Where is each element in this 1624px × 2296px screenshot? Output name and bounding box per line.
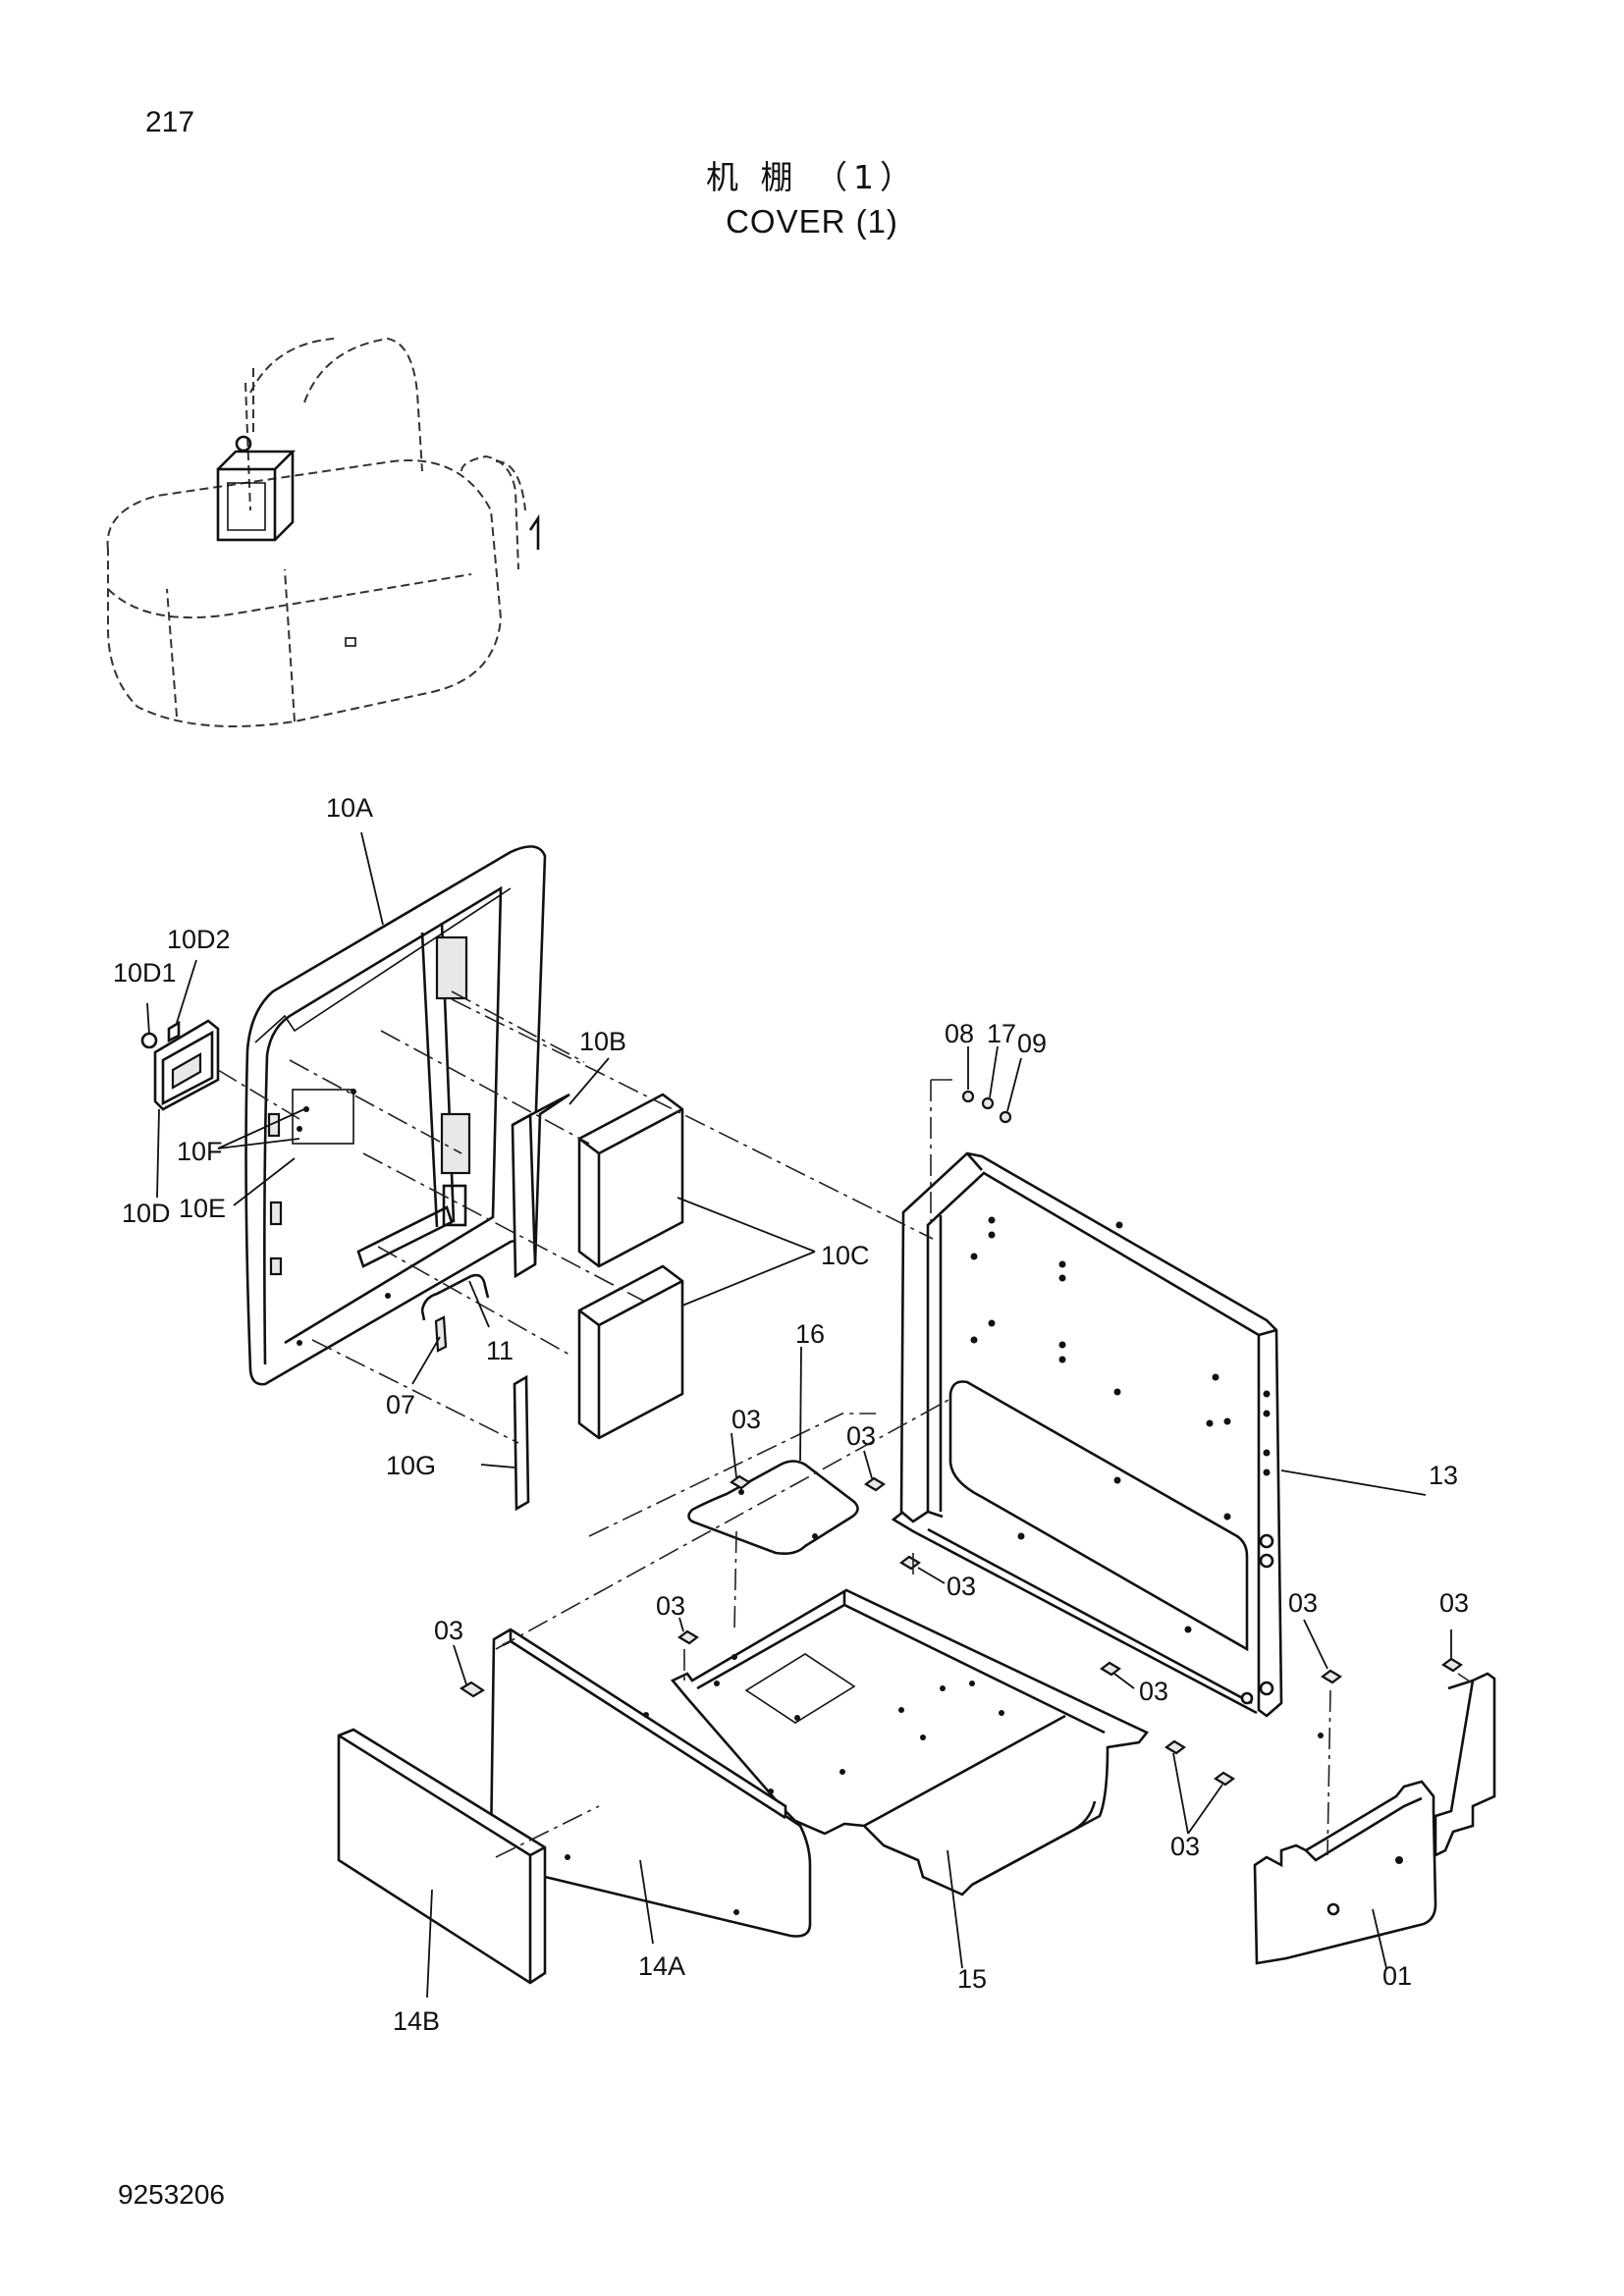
machine-location-thumbnail — [106, 337, 540, 727]
title-english: COVER (1) — [726, 203, 898, 240]
drawing-number: 9253206 — [118, 2179, 226, 2210]
leader-lines — [146, 831, 1452, 1999]
callout-17: 17 — [987, 1019, 1016, 1048]
assembly-alignment-lines — [217, 990, 1474, 1858]
part-15-floor-tray — [670, 1588, 1150, 1896]
part-10B-strip — [511, 1093, 570, 1279]
callout-10D2: 10D2 — [167, 925, 231, 954]
part-13-side-panel — [891, 1151, 1283, 1718]
callout-03-d: 03 — [656, 1591, 685, 1621]
callout-16: 16 — [795, 1319, 825, 1349]
part-16-cover-plate — [687, 1460, 859, 1555]
callout-01: 01 — [1382, 1961, 1412, 1991]
callout-08: 08 — [945, 1019, 974, 1048]
callout-03-h: 03 — [1439, 1588, 1469, 1618]
callout-03-f: 03 — [1139, 1677, 1168, 1706]
part-10A-front-panel — [244, 845, 547, 1386]
callout-03-a: 03 — [731, 1405, 761, 1434]
callout-labels: 10A 10D2 10D1 10B 10F 10E 10D 10C 11 07 … — [113, 793, 1469, 2036]
callout-07: 07 — [386, 1390, 415, 1419]
part-14B-foam-block — [337, 1728, 547, 1985]
callout-03-b: 03 — [846, 1421, 876, 1451]
callout-10D: 10D — [122, 1199, 171, 1228]
part-10C-pad-lower — [577, 1264, 684, 1440]
callout-10B: 10B — [579, 1027, 626, 1056]
callout-10D1: 10D1 — [113, 958, 177, 988]
part-11-handle — [420, 1273, 490, 1321]
callout-03-e: 03 — [434, 1616, 463, 1645]
part-07-bolt — [434, 1315, 448, 1353]
callout-10E: 10E — [179, 1194, 226, 1223]
part-10D-latch — [140, 1019, 220, 1111]
part-10C-pad-upper — [577, 1093, 684, 1268]
part-01-side-cover — [1253, 1672, 1496, 1965]
callout-03-g: 03 — [1288, 1588, 1318, 1618]
part-10G-strip — [513, 1374, 530, 1512]
callout-10C: 10C — [821, 1241, 870, 1270]
page-number: 217 — [145, 106, 195, 138]
callout-15: 15 — [957, 1964, 987, 1994]
callout-09: 09 — [1017, 1029, 1047, 1058]
callout-10F: 10F — [177, 1137, 223, 1166]
callout-10A: 10A — [326, 793, 373, 823]
bolt-03-set — [459, 1474, 1463, 1787]
callout-14B: 14B — [393, 2006, 440, 2036]
callout-03-i: 03 — [1170, 1832, 1200, 1861]
title-chinese: 机 棚 （1） — [706, 158, 918, 196]
callout-11: 11 — [486, 1336, 514, 1365]
callout-13: 13 — [1429, 1461, 1458, 1490]
callout-14A: 14A — [638, 1951, 685, 1981]
callout-10G: 10G — [386, 1451, 436, 1480]
callout-03-c: 03 — [947, 1572, 976, 1601]
hardware-08-17-09 — [961, 1090, 1012, 1124]
